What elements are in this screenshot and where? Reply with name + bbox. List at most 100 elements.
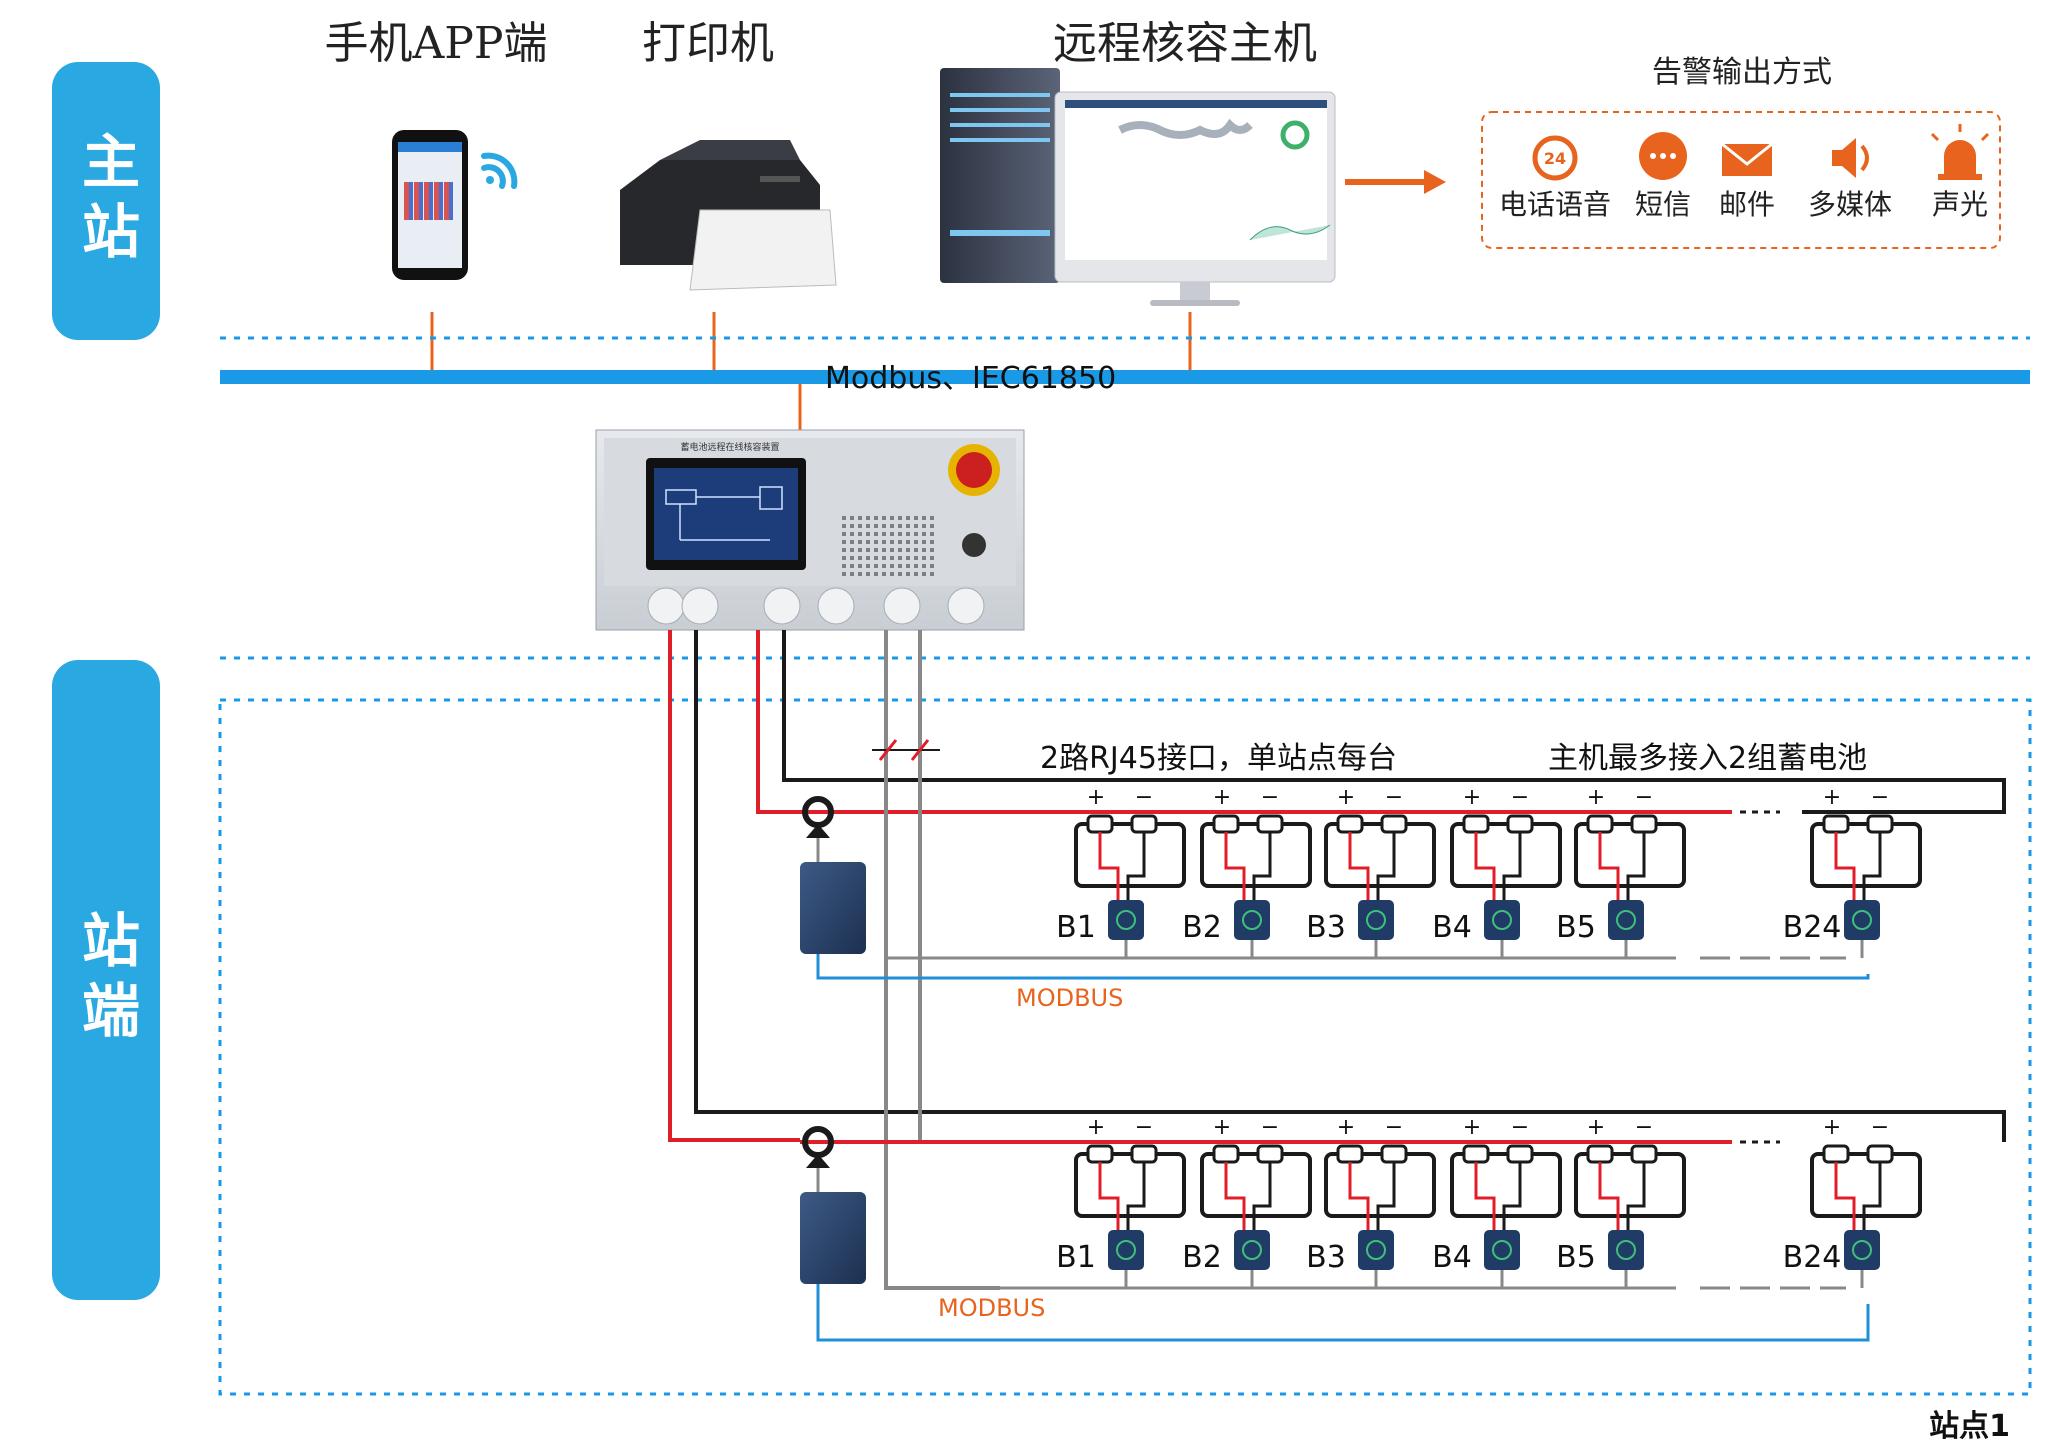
battery-post-plus [1212,1144,1240,1164]
alarm-method-label: 短信 [1635,188,1691,221]
vent-hole [850,516,854,520]
battery-sensor [1608,900,1644,940]
battery-post-minus [1506,1144,1534,1164]
battery-cell: +−B1 [1056,1115,1186,1288]
sensor-wire-red [1598,832,1620,900]
battery-post-minus [1866,814,1894,834]
sensor-led-ring [1366,910,1386,930]
station-note-left: 2路RJ45接口，单站点每台 [1040,741,1397,776]
minus-terminal-label: − [1135,785,1153,810]
vent-hole [858,540,862,544]
battery-sensor [1608,1230,1644,1270]
battery-post-plus [1086,1144,1114,1164]
battery-body [1450,1152,1562,1218]
vent-hole [906,548,910,552]
sensor-wire-black [1626,832,1646,900]
collector-module [800,862,866,954]
vent-hole [906,572,910,576]
alarm-method-phone: 24 电话语音 [1499,135,1611,221]
vent-hole [874,564,878,568]
vent-hole [850,532,854,536]
battery-sensor [1234,900,1270,940]
vent-hole [890,548,894,552]
sensor-wire-red [1098,1162,1120,1230]
vent-hole [898,572,902,576]
minus-terminal-label: − [1511,1115,1529,1140]
monitoring-device: 蓄电池远程在线核容装置 [595,429,1025,631]
plus-terminal-label: + [1213,785,1231,810]
vent-hole [882,572,886,576]
vent-hole [866,548,870,552]
vent-hole [882,516,886,520]
vent-hole [882,556,886,560]
alarm-method-mail: 邮件 [1719,142,1775,221]
vent-hole [906,524,910,528]
vent-hole [842,540,846,544]
vent-hole [890,556,894,560]
master-section-label: 主站 [72,131,140,271]
vent-hole [906,556,910,560]
sensor-wire-black [1626,1162,1646,1230]
clamp-base [806,1154,830,1168]
battery-body [1074,1152,1186,1218]
vent-hole [842,548,846,552]
vent-hole [882,540,886,544]
sensor-led-ring [1616,1240,1636,1260]
sensor-wire-black [1502,1162,1522,1230]
battery-cell: +−B5 [1556,785,1686,958]
site-label: 站点1 [1929,1409,2010,1444]
battery-label: B1 [1056,910,1096,945]
vent-hole [898,532,902,536]
vent-hole [890,532,894,536]
vent-hole [850,564,854,568]
plus-terminal-label: + [1823,785,1841,810]
master-section-bar: 主站 [52,62,160,340]
plus-terminal-label: + [1823,1115,1841,1140]
battery-sensor [1844,1230,1880,1270]
vent-hole [842,532,846,536]
vent-hole [874,572,878,576]
wifi-icon [481,152,518,189]
vent-hole [906,516,910,520]
sensor-wire-red [1474,1162,1496,1230]
sensor-led-ring [1492,910,1512,930]
sensor-wire-red [1224,832,1246,900]
battery-post-plus [1336,814,1364,834]
alarm-arrow [1345,170,1446,194]
vent-hole [914,572,918,576]
battery-label: B2 [1182,1240,1222,1275]
battery-cell: +−B2 [1182,1115,1312,1288]
battery-label: B5 [1556,910,1596,945]
battery-body [1574,822,1686,888]
minus-terminal-label: − [1511,785,1529,810]
battery-post-minus [1256,1144,1284,1164]
vent-hole [842,524,846,528]
battery-group: MODBUS+−B1+−B2+−B3+−B4+−B5+−B24 [800,785,1922,1012]
vent-hole [890,564,894,568]
minus-terminal-label: − [1385,1115,1403,1140]
plus-terminal-label: + [1337,785,1355,810]
sensor-led-ring [1852,1240,1872,1260]
vent-hole [922,564,926,568]
plus-terminal-label: + [1587,1115,1605,1140]
vent-hole [850,556,854,560]
battery-body [1074,822,1186,888]
plus-terminal-label: + [1587,785,1605,810]
battery-label: B2 [1182,910,1222,945]
battery-body [1324,1152,1436,1218]
battery-post-plus [1336,1144,1364,1164]
battery-post-plus [1586,814,1614,834]
vent-hole [850,540,854,544]
vent-hole [914,564,918,568]
station-frame [218,698,2032,1396]
sensor-wire-red [1098,832,1120,900]
battery-cell: +−B24 [1783,1115,1922,1288]
vent-hole [930,556,934,560]
vent-hole [898,548,902,552]
sensor-led-ring [1242,1240,1262,1260]
battery-body [1200,1152,1312,1218]
station-note-right: 主机最多接入2组蓄电池 [1548,741,1867,776]
sensor-wire-red [1474,832,1496,900]
sensor-wire-red [1598,1162,1620,1230]
vent-hole [898,540,902,544]
